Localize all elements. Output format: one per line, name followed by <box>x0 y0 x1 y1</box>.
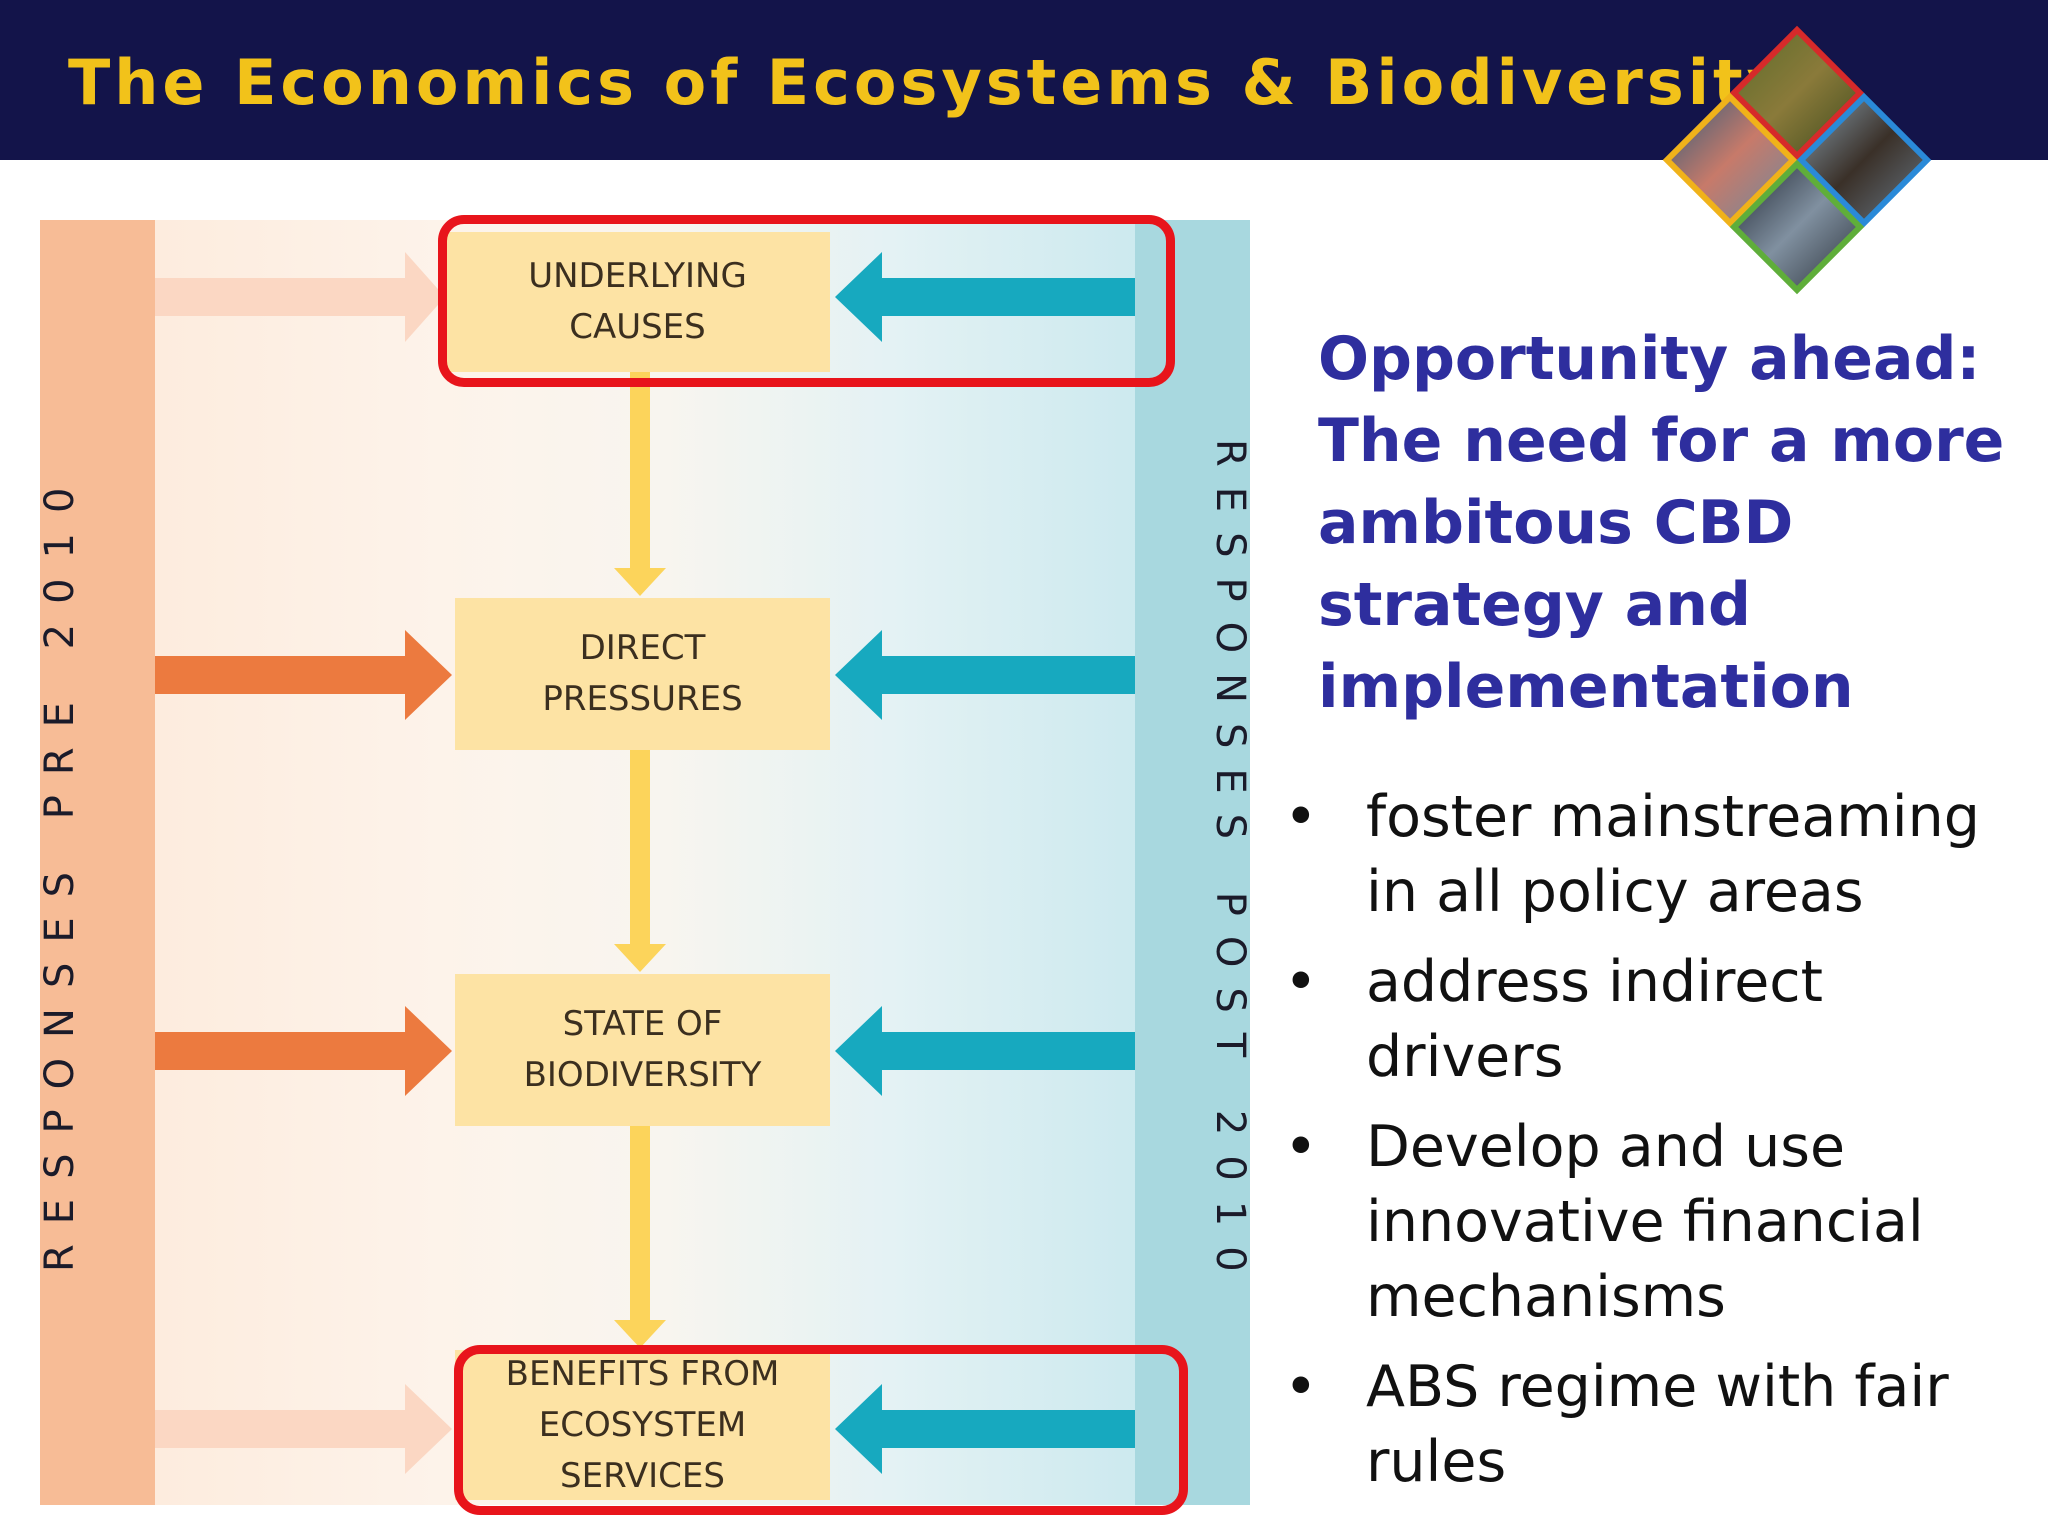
bullet-item: • Develop and use innovative financial m… <box>1280 1110 2020 1335</box>
header-band: The Economics of Ecosystems & Biodiversi… <box>0 0 2048 160</box>
logo-diamond-bottom <box>1729 159 1865 295</box>
post-arrow-benefits <box>835 1384 1135 1474</box>
bullet-dot-icon: • <box>1284 784 1318 850</box>
post-2010-band <box>1135 220 1250 1505</box>
post-arrow-state <box>835 1006 1135 1096</box>
pre-2010-band <box>40 220 155 1505</box>
pre-arrow-direct <box>155 630 452 720</box>
opportunity-heading: Opportunity ahead: The need for a more a… <box>1318 324 2005 722</box>
post-arrow-direct <box>835 630 1135 720</box>
diamond-photo-logo <box>1662 25 1932 295</box>
bullet-item: • foster mainstreaming in all policy are… <box>1280 780 2020 930</box>
logo-diamond-top <box>1729 25 1865 161</box>
down-arrow-3 <box>614 1126 666 1348</box>
pre-arrow-benefits-faded <box>155 1384 452 1474</box>
pre-arrow-state <box>155 1006 452 1096</box>
bullet-dot-icon: • <box>1284 949 1318 1015</box>
bullet-text: ABS regime with fair rules <box>1366 1354 1949 1495</box>
responses-diagram: RESPONSES PRE 2010 RESPONSES POST 2010 <box>37 215 1253 1515</box>
post-arrow-underlying <box>835 252 1135 342</box>
highlight-benefits <box>454 1345 1188 1515</box>
logo-diamond-left <box>1662 92 1798 228</box>
pre-arrow-underlying-faded <box>155 252 445 342</box>
down-arrow-1 <box>614 372 666 596</box>
benefits-from-ecosystem-services-box: BENEFITS FROM ECOSYSTEM SERVICES <box>455 1350 830 1500</box>
bullet-text: address indirect drivers <box>1366 949 1823 1090</box>
diagram-arrows <box>155 252 1135 1474</box>
bullet-text: foster mainstreaming in all policy areas <box>1366 784 1980 925</box>
bullet-list: • foster mainstreaming in all policy are… <box>1280 780 2020 1515</box>
slide-header-title: The Economics of Ecosystems & Biodiversi… <box>68 46 1792 119</box>
diagram-gradient-background <box>155 220 1175 1505</box>
bullet-dot-icon: • <box>1284 1114 1318 1180</box>
logo-diamond-right <box>1796 92 1932 228</box>
post-2010-band-label: RESPONSES POST 2010 <box>1207 438 1253 1292</box>
bullet-item: • ABS regime with fair rules <box>1280 1350 2020 1500</box>
down-arrow-2 <box>614 750 666 972</box>
bullet-dot-icon: • <box>1284 1354 1318 1420</box>
bullet-item: • address indirect drivers <box>1280 945 2020 1095</box>
underlying-causes-box: UNDERLYING CAUSES <box>445 232 830 372</box>
highlight-underlying-causes <box>438 215 1175 387</box>
direct-pressures-box: DIRECT PRESSURES <box>455 598 830 750</box>
bullet-text: Develop and use innovative financial mec… <box>1366 1114 1924 1330</box>
state-of-biodiversity-box: STATE OF BIODIVERSITY <box>455 974 830 1126</box>
